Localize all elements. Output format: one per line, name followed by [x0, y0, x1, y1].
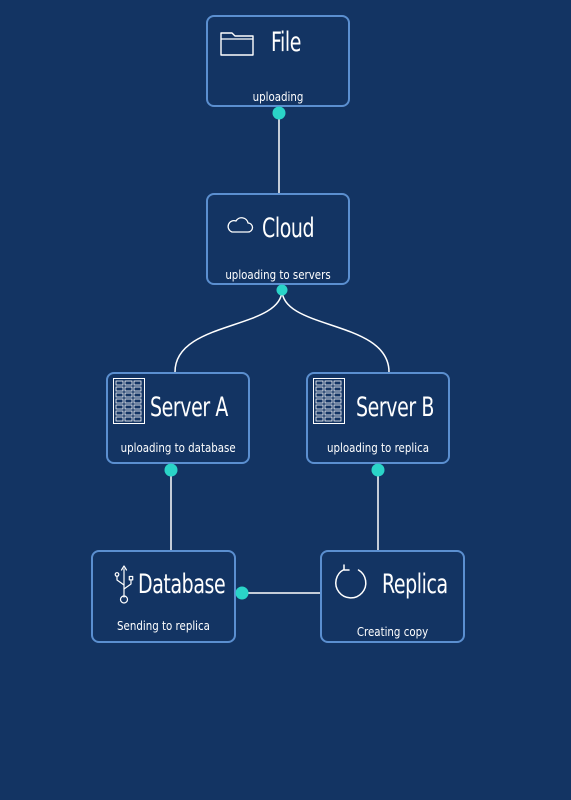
node-file-title: File: [271, 27, 302, 58]
edge-cloud-to-server-b: [281, 289, 390, 373]
node-replica[interactable]: Replica Creating copy: [320, 550, 465, 643]
node-server-a[interactable]: Server A uploading to database: [106, 372, 250, 464]
node-file[interactable]: File uploading: [206, 15, 350, 107]
connector-dot-database[interactable]: [235, 586, 249, 600]
node-server-b-title: Server B: [356, 392, 435, 423]
node-cloud[interactable]: Cloud uploading to servers: [206, 193, 350, 285]
node-replica-subtitle: Creating copy: [356, 624, 429, 639]
node-database-subtitle: Sending to replica: [117, 618, 210, 633]
node-cloud-title: Cloud: [262, 213, 315, 244]
connector-dot-file[interactable]: [272, 106, 286, 120]
connector-dot-cloud[interactable]: [276, 284, 288, 296]
node-server-b[interactable]: Server B uploading to replica: [306, 372, 450, 464]
node-database[interactable]: Database Sending to replica: [91, 550, 236, 643]
node-server-b-subtitle: uploading to replica: [327, 440, 429, 455]
refresh-icon: [335, 564, 367, 599]
node-file-subtitle: uploading: [252, 89, 304, 104]
server-rack-icon: [113, 378, 145, 424]
server-rack-icon: [313, 378, 345, 424]
connector-dot-server-b[interactable]: [371, 463, 385, 477]
folder-icon: [220, 32, 254, 56]
node-server-a-subtitle: uploading to database: [120, 440, 236, 455]
usb-icon: [114, 565, 134, 604]
node-cloud-subtitle: uploading to servers: [225, 267, 331, 282]
edge-cloud-to-server-a: [174, 289, 283, 373]
node-database-title: Database: [138, 569, 226, 600]
node-replica-title: Replica: [382, 569, 448, 600]
node-server-a-title: Server A: [150, 392, 228, 423]
cloud-icon: [227, 217, 254, 233]
connector-dot-server-a[interactable]: [164, 463, 178, 477]
